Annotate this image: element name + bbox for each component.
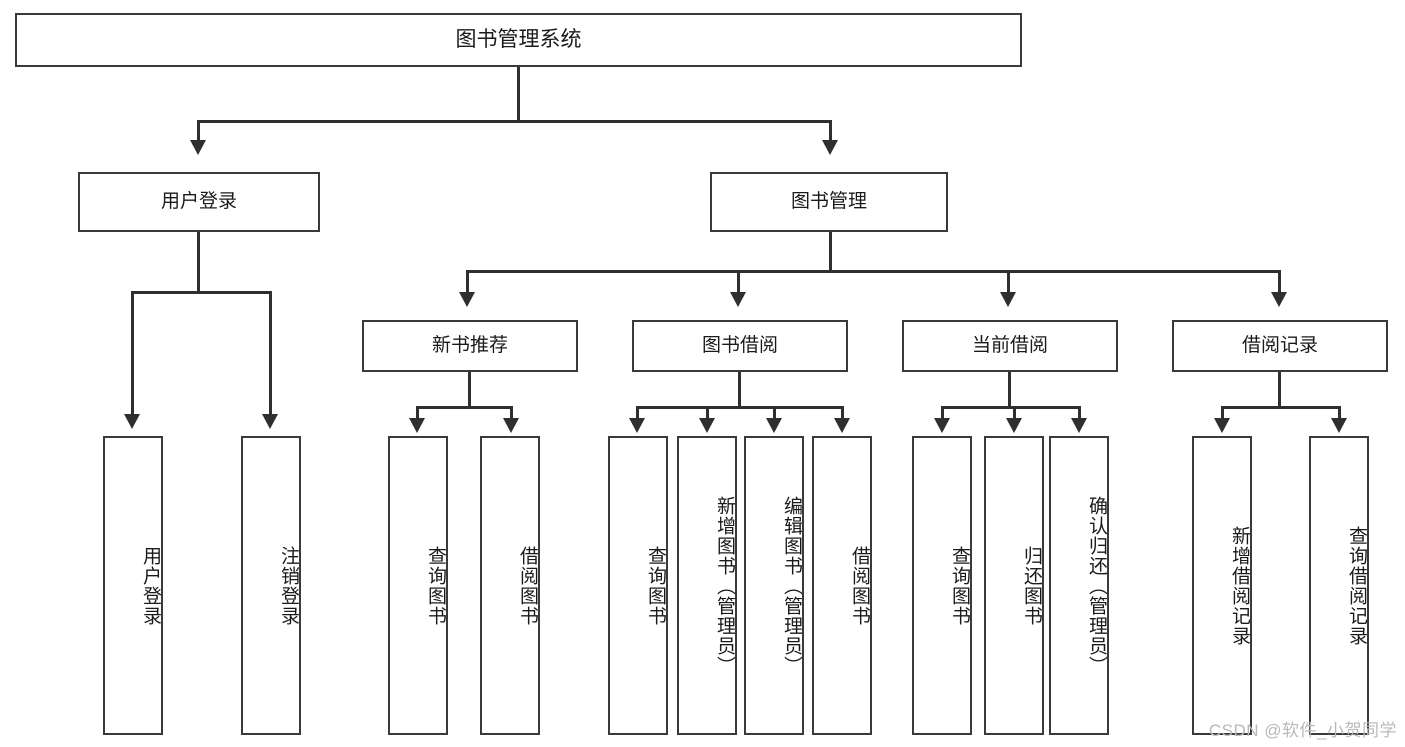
arrow-to-current-borrow bbox=[1000, 292, 1016, 307]
arrow-borrow-record-leaf-2 bbox=[1331, 418, 1347, 433]
edge-book-borrow-drop-1 bbox=[636, 406, 639, 420]
leaf-edit-book[interactable]: 编辑图书（管理员） bbox=[744, 436, 804, 735]
node-book-borrow[interactable]: 图书借阅 bbox=[632, 320, 848, 372]
leaf-query-record[interactable]: 查询借阅记录 bbox=[1309, 436, 1369, 735]
leaf-user-login[interactable]: 用户登录 bbox=[103, 436, 163, 735]
edge-book-borrow-stem bbox=[738, 372, 741, 408]
edge-book-borrow-drop-3 bbox=[773, 406, 776, 420]
edge-book-manage-drop-3 bbox=[1007, 270, 1010, 294]
arrow-to-borrow-record bbox=[1271, 292, 1287, 307]
leaf-borrow-book-2[interactable]: 借阅图书 bbox=[812, 436, 872, 735]
node-book-manage[interactable]: 图书管理 bbox=[710, 172, 948, 232]
edge-user-login-stem bbox=[197, 232, 200, 293]
arrow-root-to-user-login bbox=[190, 140, 206, 155]
arrow-user-login-leaf-2 bbox=[262, 414, 278, 429]
leaf-logout[interactable]: 注销登录 bbox=[241, 436, 301, 735]
edge-borrow-record-stem bbox=[1278, 372, 1281, 408]
edge-root-to-book-manage bbox=[829, 120, 832, 142]
arrow-book-borrow-leaf-1 bbox=[629, 418, 645, 433]
leaf-add-book[interactable]: 新增图书（管理员） bbox=[677, 436, 737, 735]
edge-root-stem bbox=[517, 67, 520, 120]
edge-borrow-record-drop-2 bbox=[1338, 406, 1341, 420]
edge-current-borrow-drop-2 bbox=[1013, 406, 1016, 420]
edge-book-borrow-drop-2 bbox=[706, 406, 709, 420]
edge-new-book-bus bbox=[416, 406, 513, 409]
edge-borrow-record-drop-1 bbox=[1221, 406, 1224, 420]
edge-new-book-stem bbox=[468, 372, 471, 408]
edge-user-login-drop-1 bbox=[131, 291, 134, 416]
leaf-add-record[interactable]: 新增借阅记录 bbox=[1192, 436, 1252, 735]
edge-current-borrow-drop-3 bbox=[1078, 406, 1081, 420]
arrow-borrow-record-leaf-1 bbox=[1214, 418, 1230, 433]
arrow-to-book-borrow bbox=[730, 292, 746, 307]
node-root-system[interactable]: 图书管理系统 bbox=[15, 13, 1022, 67]
leaf-query-book-2[interactable]: 查询图书 bbox=[608, 436, 668, 735]
edge-root-bus bbox=[197, 120, 831, 123]
edge-book-manage-drop-1 bbox=[466, 270, 469, 294]
node-user-login[interactable]: 用户登录 bbox=[78, 172, 320, 232]
arrow-current-borrow-leaf-1 bbox=[934, 418, 950, 433]
edge-user-login-bus bbox=[131, 291, 272, 294]
edge-borrow-record-bus bbox=[1221, 406, 1339, 409]
arrow-book-borrow-leaf-2 bbox=[699, 418, 715, 433]
edge-book-manage-stem bbox=[829, 232, 832, 272]
edge-current-borrow-drop-1 bbox=[941, 406, 944, 420]
edge-book-borrow-bus bbox=[636, 406, 843, 409]
leaf-query-book-1[interactable]: 查询图书 bbox=[388, 436, 448, 735]
node-borrow-record[interactable]: 借阅记录 bbox=[1172, 320, 1388, 372]
edge-user-login-drop-2 bbox=[269, 291, 272, 416]
node-new-book-recommend[interactable]: 新书推荐 bbox=[362, 320, 578, 372]
leaf-return-book[interactable]: 归还图书 bbox=[984, 436, 1044, 735]
arrow-new-book-leaf-1 bbox=[409, 418, 425, 433]
edge-book-manage-drop-2 bbox=[737, 270, 740, 294]
leaf-borrow-book-1[interactable]: 借阅图书 bbox=[480, 436, 540, 735]
edge-book-manage-drop-4 bbox=[1278, 270, 1281, 294]
arrow-to-new-book-recommend bbox=[459, 292, 475, 307]
edge-book-borrow-drop-4 bbox=[841, 406, 844, 420]
edge-new-book-drop-1 bbox=[416, 406, 419, 420]
arrow-new-book-leaf-2 bbox=[503, 418, 519, 433]
edge-current-borrow-bus bbox=[941, 406, 1080, 409]
leaf-confirm-return[interactable]: 确认归还（管理员） bbox=[1049, 436, 1109, 735]
arrow-book-borrow-leaf-3 bbox=[766, 418, 782, 433]
arrow-book-borrow-leaf-4 bbox=[834, 418, 850, 433]
edge-book-manage-bus bbox=[466, 270, 1281, 273]
arrow-current-borrow-leaf-3 bbox=[1071, 418, 1087, 433]
edge-root-to-user-login bbox=[197, 120, 200, 142]
node-current-borrow[interactable]: 当前借阅 bbox=[902, 320, 1118, 372]
edge-current-borrow-stem bbox=[1008, 372, 1011, 408]
leaf-query-book-3[interactable]: 查询图书 bbox=[912, 436, 972, 735]
edge-new-book-drop-2 bbox=[510, 406, 513, 420]
arrow-current-borrow-leaf-2 bbox=[1006, 418, 1022, 433]
arrow-root-to-book-manage bbox=[822, 140, 838, 155]
arrow-user-login-leaf-1 bbox=[124, 414, 140, 429]
